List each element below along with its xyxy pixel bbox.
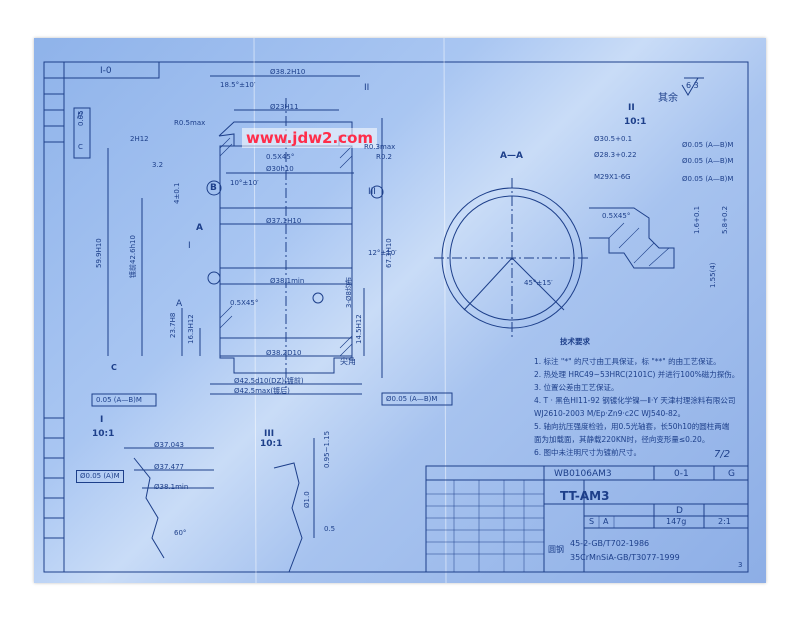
drawing-sheet: www.jdw2.com I-0 其余 6.3 A—A II 10:1 I 10… <box>34 38 766 583</box>
datum-a: A <box>196 223 203 233</box>
note-line: 1. 标注 "*" 的尺寸由工具保证，标 "**" 的由工艺保证。 <box>534 357 721 366</box>
dim-r1: R0.5max <box>174 119 206 127</box>
tol1-ref: C <box>78 143 83 151</box>
dim-h-total: 59.9H10 <box>95 238 103 268</box>
label-iii: III <box>368 187 376 197</box>
section-iii-scale: 10:1 <box>260 439 283 449</box>
signature: 7/2 <box>714 449 731 460</box>
drawing-lines <box>43 38 749 583</box>
dim-angle2: 12°±10′ <box>368 249 397 257</box>
note-line: 3. 位置公差由工艺保证。 <box>534 383 619 392</box>
dim-h5: 3-Ø8均布 <box>345 277 353 308</box>
i-d1: Ø37.043 <box>154 441 185 449</box>
dim-r2: R0.3max <box>364 143 396 151</box>
datum-b: B <box>210 183 217 193</box>
code: G <box>728 469 735 479</box>
tol1-symbol: // <box>77 111 83 120</box>
note-line: 面为加载面，其静载220KN时，径向变形量≤0.20。 <box>534 435 710 444</box>
dim-chamfer1: 0.5X45° <box>266 153 295 161</box>
dim-h8: 3.2 <box>152 161 164 169</box>
note-line: 2. 热处理 HRC49~53HRC(2101C) 并进行100%磁力探伤。 <box>534 370 740 379</box>
datum-c: C <box>111 363 117 372</box>
section-i-label: I <box>100 415 104 425</box>
dim-h3: 14.5H12 <box>355 314 363 344</box>
dim-h1: 23.7H8 <box>169 312 177 338</box>
part-name: TT-AM3 <box>560 489 610 503</box>
dim-angle1: 18.5°±10′ <box>220 81 256 89</box>
dim-d-inner1: Ø30h10 <box>266 165 294 173</box>
dim-h2: 16.3H12 <box>187 314 195 344</box>
label-datum-a2: A <box>176 299 183 309</box>
dim-h7: 2H12 <box>130 135 149 143</box>
material2: 35CrMnSiA-GB/T3077-1999 <box>570 553 680 562</box>
dim-d-top2: Ø23H11 <box>270 103 299 111</box>
ii-h3: 1.55(4) <box>709 262 717 288</box>
dim-d-ref2: Ø42.5max(镀后) <box>234 387 290 395</box>
section-i-scale: 10:1 <box>92 429 115 439</box>
dim-d-inner2: Ø37.1H10 <box>266 217 302 225</box>
tol2-frame: 0.05 (A—B)M <box>96 396 142 404</box>
scale: 2:1 <box>718 517 731 526</box>
dim-h6: 4±0.1 <box>173 182 181 204</box>
mark2: A <box>603 517 609 526</box>
section-ii-label: II <box>628 103 635 113</box>
note-line: 6. 图中未注明尺寸为镀前尺寸。 <box>534 448 642 457</box>
label-i: I <box>188 241 191 251</box>
stage: D <box>676 506 683 516</box>
notes-title: 技术要求 <box>560 337 590 346</box>
dim-h-plated: 镀前42.6h10 <box>129 235 137 278</box>
note-line: 5. 轴向抗压强度检验，用0.5光轴套，长50h10的圆柱两端 <box>534 422 730 431</box>
aa-angle: 45°±15′ <box>524 279 553 287</box>
ii-h2: 1.6+0.1 <box>693 205 701 234</box>
revision: 0-1 <box>674 469 689 479</box>
ii-tol-c: Ø0.05 (A—B)M <box>682 175 734 183</box>
i-tol-frame: Ø0.05 (A)M <box>76 470 124 483</box>
watermark: www.jdw2.com <box>242 128 378 148</box>
label-ii: II <box>364 83 370 93</box>
dim-d-ref1: Ø42.5d10(DZ)(镀前) <box>234 377 304 385</box>
roughness-note: 其余 <box>658 93 678 104</box>
i-d3: Ø38.1min <box>154 483 189 491</box>
tol3-frame: Ø0.05 (A—B)M <box>386 395 438 403</box>
sheet-top-label: I-0 <box>100 66 112 76</box>
section-aa-label: A—A <box>500 151 523 161</box>
tol1-value: 0.05 <box>77 110 85 126</box>
iii-h3: 0.5 <box>324 525 336 533</box>
ii-tol-b: Ø0.05 (A—B)M <box>682 157 734 165</box>
mark1: S <box>589 517 595 526</box>
dim-d-bottom: Ø38.2D10 <box>266 349 302 357</box>
ii-chamfer: 0.5X45° <box>602 212 631 220</box>
ii-d2: Ø28.3+0.22 <box>594 151 637 159</box>
iii-h2: Ø1.0 <box>303 491 311 508</box>
dim-h4: 67.3H10 <box>385 238 393 268</box>
note-line: 4. T · 黑色HI11-92 钢镀化学镍—Ⅱ·Y 天津村理涂料有限公司 <box>534 396 736 405</box>
section-ii-scale: 10:1 <box>624 117 647 127</box>
sheet-number: 3 <box>738 561 743 569</box>
note-line: WJ2610-2003 M/Ep·Zn9·c2C WJ540-82。 <box>534 409 686 418</box>
dim-d-top: Ø38.2H10 <box>270 68 306 76</box>
ii-h1: 5.8+0.2 <box>721 205 729 234</box>
roughness-value: 6.3 <box>686 81 699 90</box>
drawing-number: WB0106AM3 <box>554 469 612 479</box>
dim-d-inner3: Ø38.1min <box>270 277 305 285</box>
sharp-corner-note: 尖角 <box>340 357 356 366</box>
ii-thread: M29X1-6G <box>594 173 631 181</box>
dim-r3: R0.2 <box>376 153 392 161</box>
dim-angle3: 10°±10′ <box>230 179 259 187</box>
iii-h1: 0.95~1.15 <box>323 430 331 468</box>
ii-tol-a: Ø0.05 (A—B)M <box>682 141 734 149</box>
material-label: 圆钢 <box>548 545 564 554</box>
weight: 147g <box>666 517 687 526</box>
section-iii-label: III <box>264 429 275 439</box>
ii-d1: Ø30.5+0.1 <box>594 135 633 143</box>
i-angle: 60° <box>174 529 187 537</box>
i-d2: Ø37.477 <box>154 463 185 471</box>
material1: 45-2-GB/T702-1986 <box>570 539 650 548</box>
dim-chamfer2: 0.5X45° <box>230 299 259 307</box>
